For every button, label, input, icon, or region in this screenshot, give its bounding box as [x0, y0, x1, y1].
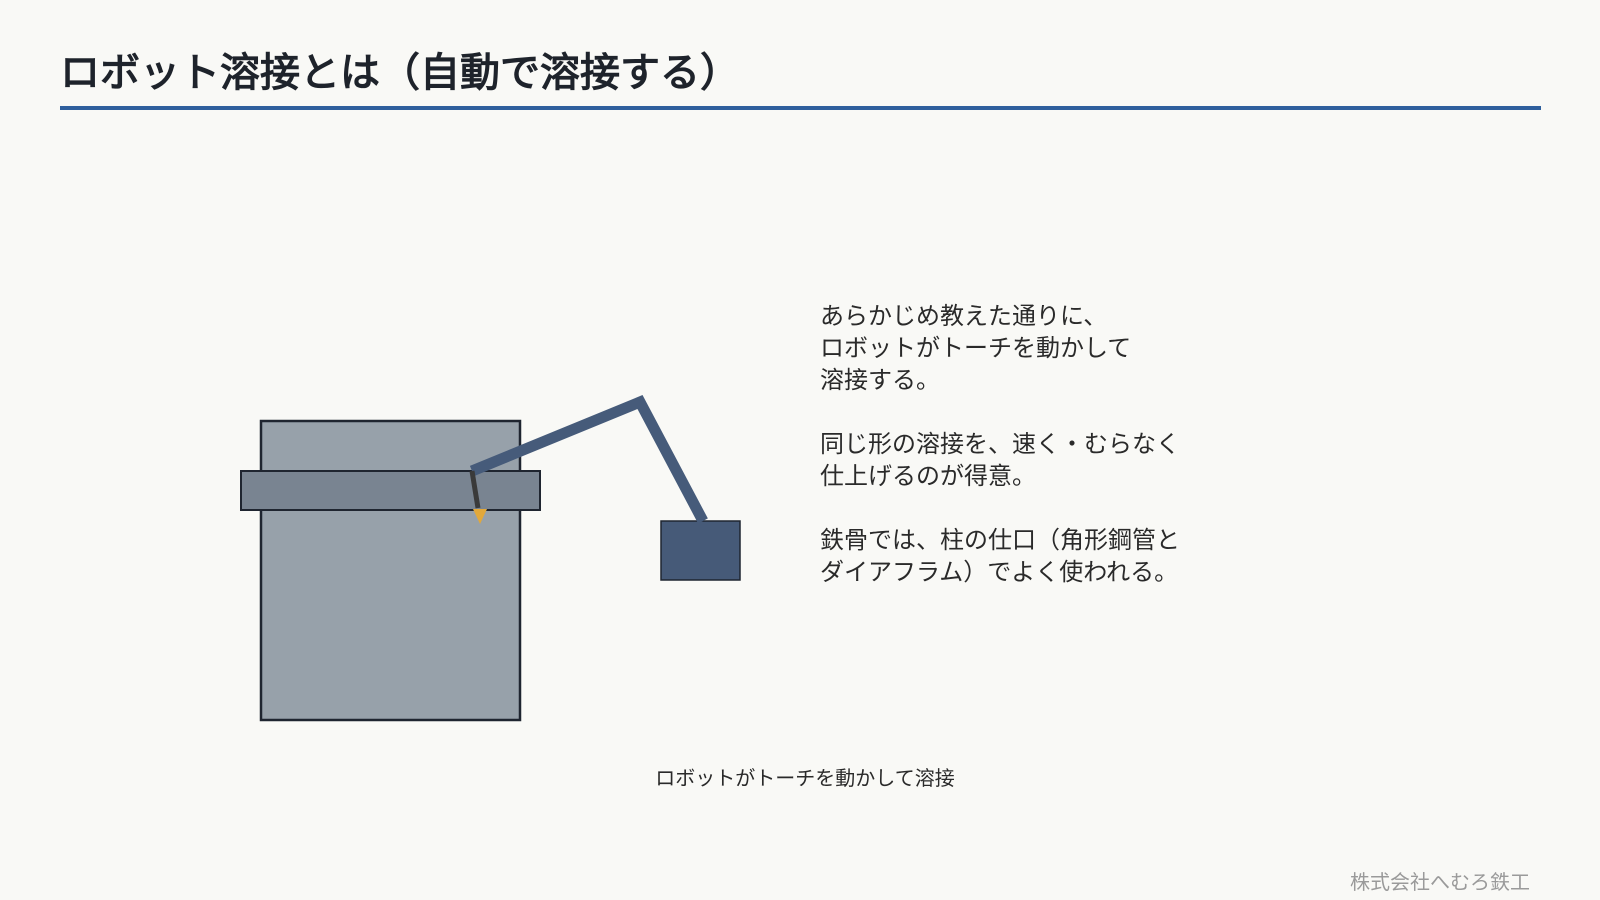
slide-title: ロボット溶接とは（自動で溶接する） [60, 50, 740, 96]
title-underline [60, 106, 1541, 110]
robot-base [660, 520, 741, 581]
illustration-caption: ロボットがトーチを動かして溶接 [655, 766, 955, 790]
diaphragm-plate [240, 470, 541, 511]
welding-torch [469, 470, 481, 509]
explanation-text: あらかじめ教えた通りに、 ロボットがトーチを動かして 溶接する。 同じ形の溶接を… [820, 300, 1340, 620]
paragraph-2: 同じ形の溶接を、速く・むらなく 仕上げるのが得意。 [820, 430, 1180, 490]
robot-arm [469, 395, 708, 524]
paragraph-1: あらかじめ教えた通りに、 ロボットがトーチを動かして 溶接する。 [820, 302, 1132, 394]
paragraph-3: 鉄骨では、柱の仕口（角形鋼管と ダイアフラム）でよく使われる。 [820, 526, 1180, 586]
weld-spark-icon [473, 509, 487, 524]
company-footer: 株式会社へむろ鉄工 [1350, 870, 1530, 894]
